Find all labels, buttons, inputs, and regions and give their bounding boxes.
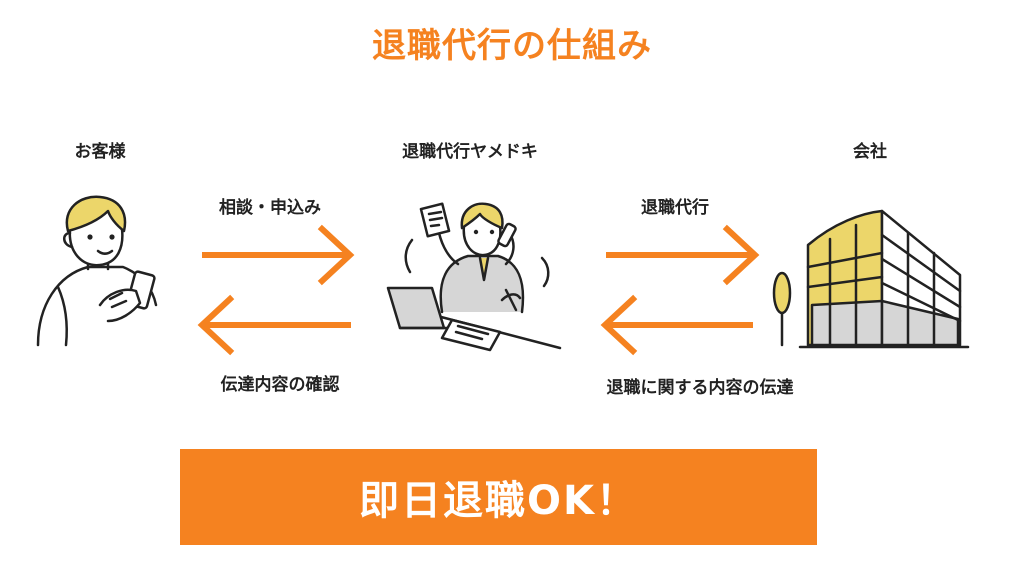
agency-illustration <box>386 202 562 352</box>
flow-label-confirm-content: 伝達内容の確認 <box>220 375 340 395</box>
flow-label-resignation-communication: 退職に関する内容の伝達 <box>606 378 794 398</box>
arrow-left-company-to-agency <box>600 294 753 356</box>
arrow-right-agency-to-company <box>606 224 760 286</box>
diagram-title: 退職代行の仕組み <box>372 26 652 66</box>
customer-illustration <box>36 195 158 347</box>
same-day-resignation-banner: 即日退職OK！ <box>180 449 817 545</box>
actor-label-agency: 退職代行ヤメドキ <box>402 142 538 162</box>
actor-label-company: 会社 <box>853 142 887 162</box>
arrow-left-agency-to-customer <box>197 294 351 356</box>
flow-label-consult-apply: 相談・申込み <box>219 198 321 218</box>
arrow-right-customer-to-agency <box>202 224 355 286</box>
actor-label-customer: お客様 <box>74 142 126 162</box>
company-building-illustration <box>772 209 970 349</box>
flow-label-resignation-proxy: 退職代行 <box>641 198 709 218</box>
